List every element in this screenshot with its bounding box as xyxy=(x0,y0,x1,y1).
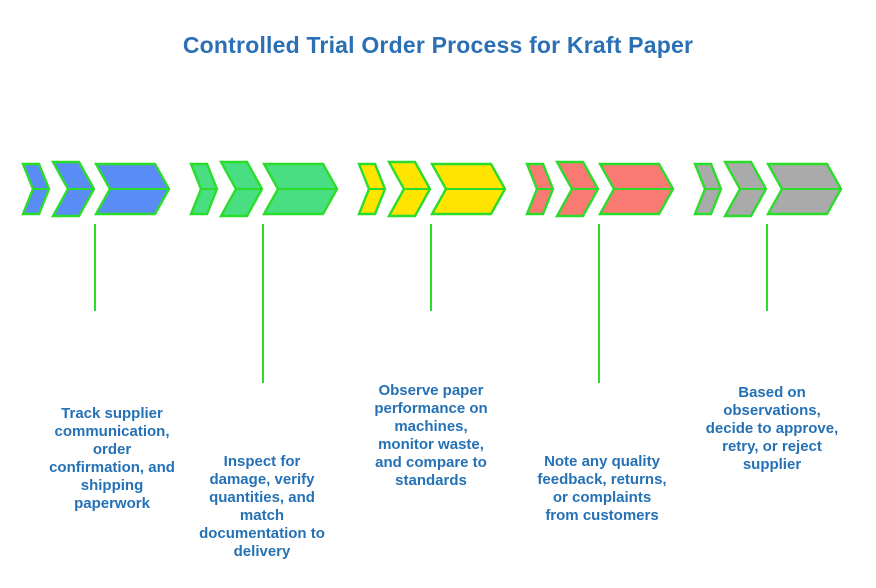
stage-description: Inspect for damage, verify quantities, a… xyxy=(199,453,325,560)
stage-description: Note any quality feedback, returns, or c… xyxy=(537,453,667,524)
page-title: Controlled Trial Order Process for Kraft… xyxy=(182,32,694,58)
chevron-arrows-icon xyxy=(21,160,171,218)
connector-line xyxy=(766,224,768,311)
stage-description: Based on observations, decide to approve… xyxy=(705,384,839,473)
stage-description: Track supplier communication, order conf… xyxy=(49,405,175,512)
connector-line xyxy=(262,224,264,383)
connector-line xyxy=(430,224,432,311)
connector-line xyxy=(598,224,600,383)
stage-description: Observe paper performance on machines, m… xyxy=(374,382,488,489)
chevron-arrows-icon xyxy=(525,160,675,218)
connector-line xyxy=(94,224,96,311)
chevron-arrows-icon xyxy=(189,160,339,218)
chevron-arrows-icon xyxy=(693,160,843,218)
chevron-arrows-icon xyxy=(357,160,507,218)
